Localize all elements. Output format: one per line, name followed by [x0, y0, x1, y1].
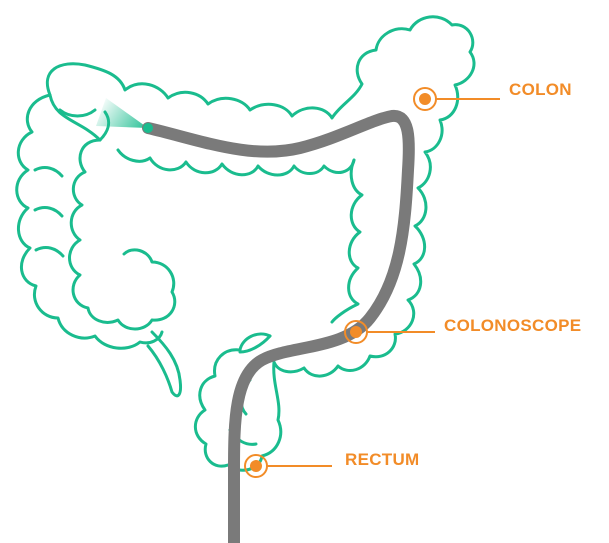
scope-tip: [143, 123, 153, 133]
colon-inner-descending: [332, 160, 362, 322]
colon-left-folds: [35, 110, 109, 256]
rectum-callout: [245, 455, 332, 477]
rectum-label: RECTUM: [345, 451, 420, 468]
scope-light-cone: [96, 98, 148, 128]
colonoscope-tube: [148, 116, 409, 543]
colon-outer-contour: [47, 17, 474, 470]
colon-label: COLON: [509, 81, 572, 98]
rectum-marker-dot: [250, 460, 262, 472]
colonoscope-marker-dot: [350, 326, 362, 338]
colon-marker-dot: [419, 93, 431, 105]
colonoscope-label: COLONOSCOPE: [444, 317, 581, 334]
